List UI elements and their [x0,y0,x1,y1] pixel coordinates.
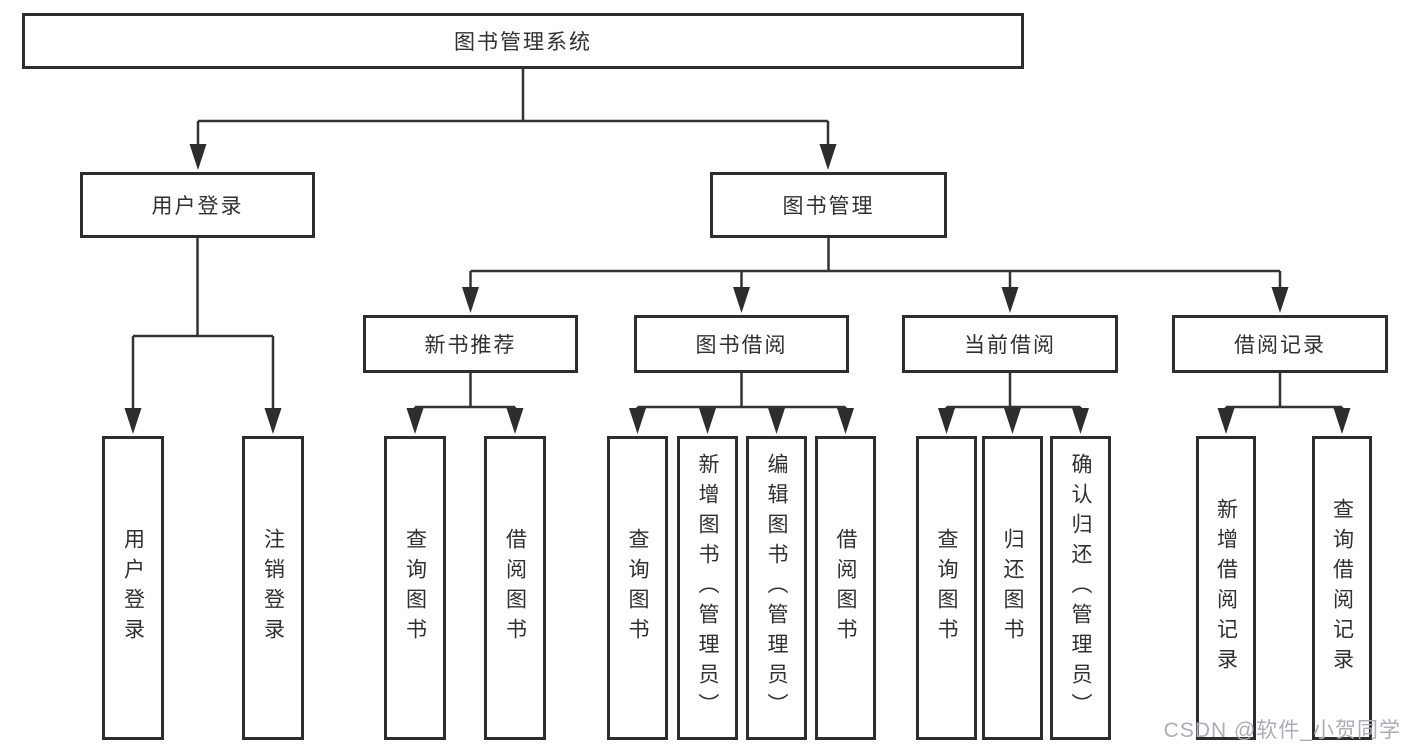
leaf-bb-borrow-books-label: 借阅图书 [834,528,857,648]
connector-book-management-to-level3 [469,238,1282,289]
node-user-login-label: 用户登录 [151,195,244,218]
node-current-borrow-label: 当前借阅 [964,334,1056,357]
leaf-cb-return-books: 归还图书 [982,436,1043,740]
leaf-bb-query-books: 查询图书 [607,436,668,740]
connector-user-login-to-leaves [131,238,275,410]
leaf-cb-query-books: 查询图书 [916,436,977,740]
leaf-cb-confirm-return-label: 确认归还（管理员） [1069,453,1092,723]
leaf-bb-add-books-label: 新增图书（管理员） [696,453,719,723]
watermark: CSDN @软件_小贺同学 [1163,719,1401,742]
node-borrow-records: 借阅记录 [1172,315,1388,373]
leaf-cb-confirm-return: 确认归还（管理员） [1050,436,1111,740]
node-book-management-label: 图书管理 [782,195,875,218]
node-new-book-recommend: 新书推荐 [363,315,578,373]
leaf-logout: 注销登录 [242,436,304,740]
connector-book-borrow-to-leaves [636,373,847,412]
leaf-user-login: 用户登录 [102,436,164,740]
leaf-bb-edit-books-label: 编辑图书（管理员） [765,453,788,723]
node-book-borrow-label: 图书借阅 [695,334,788,357]
node-current-borrow: 当前借阅 [902,315,1118,373]
arrowheads [124,144,1351,434]
connector-current-borrow-to-leaves [945,373,1082,412]
leaf-cb-query-books-label: 查询图书 [935,528,958,648]
leaf-nb-borrow-books: 借阅图书 [484,436,546,740]
leaf-bb-edit-books: 编辑图书（管理员） [746,436,807,740]
leaf-br-query-record: 查询借阅记录 [1312,436,1372,740]
leaf-br-add-record: 新增借阅记录 [1196,436,1256,740]
leaf-nb-borrow-books-label: 借阅图书 [503,528,527,648]
leaf-bb-add-books: 新增图书（管理员） [677,436,738,740]
node-borrow-records-label: 借阅记录 [1234,334,1326,357]
leaf-nb-query-books: 查询图书 [384,436,446,740]
node-root-label: 图书管理系统 [454,31,592,54]
node-new-book-recommend-label: 新书推荐 [424,334,517,357]
node-book-borrow: 图书借阅 [634,315,849,373]
leaf-nb-query-books-label: 查询图书 [403,528,427,648]
leaf-logout-label: 注销登录 [261,528,285,648]
connector-root-to-level2 [196,69,830,146]
connector-new-book-recommend-to-leaves [413,373,517,412]
leaf-br-query-record-label: 查询借阅记录 [1330,498,1354,678]
leaf-bb-query-books-label: 查询图书 [626,528,649,648]
leaf-br-add-record-label: 新增借阅记录 [1214,498,1238,678]
node-book-management: 图书管理 [710,172,947,238]
node-user-login: 用户登录 [80,172,315,238]
leaf-user-login-label: 用户登录 [121,528,145,648]
leaf-cb-return-books-label: 归还图书 [1001,528,1024,648]
node-root: 图书管理系统 [22,13,1024,69]
connector-borrow-records-to-leaves [1224,373,1344,412]
leaf-bb-borrow-books: 借阅图书 [815,436,876,740]
